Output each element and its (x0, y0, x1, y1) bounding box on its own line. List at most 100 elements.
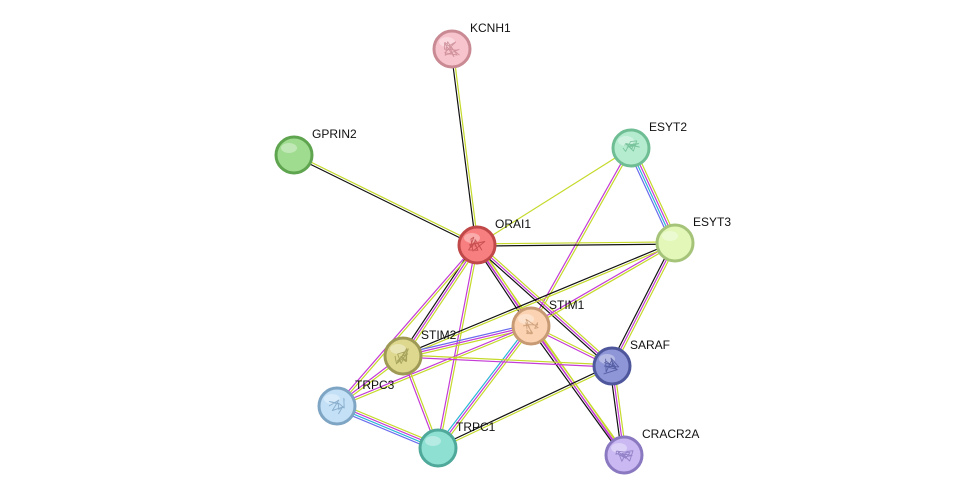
node-label: ESYT3 (693, 215, 731, 229)
edge-line-experiments (476, 244, 613, 367)
protein-structure-path (443, 41, 460, 58)
edge-line-experiments (530, 325, 625, 456)
node-highlight (611, 443, 627, 453)
node-trpc3[interactable]: TRPC3 (317, 378, 395, 426)
node-circle[interactable] (418, 428, 458, 468)
protein-structure-icon (394, 348, 409, 365)
edge-line-coexpression (402, 241, 675, 356)
edge-stim1-trpc3[interactable] (336, 324, 532, 408)
protein-structure-path (522, 318, 539, 335)
edge-line-experiments (437, 325, 532, 449)
edge-stim1-trpc1[interactable] (435, 324, 534, 450)
node-highlight (390, 344, 406, 354)
protein-structure-icon (615, 450, 634, 462)
edge-saraf-trpc1[interactable] (437, 364, 613, 450)
edge-line-textmining (403, 354, 613, 366)
edge-line-textmining (531, 243, 676, 328)
edge-line-experiments (402, 325, 532, 357)
protein-structure-path (615, 450, 634, 462)
protein-structure-icon (622, 140, 640, 152)
node-highlight (281, 143, 297, 153)
edge-line-textmining (439, 326, 534, 450)
protein-structure-path (328, 397, 345, 415)
edge-line-textmining (452, 48, 479, 245)
protein-structure-icon (443, 41, 460, 58)
node-esyt2[interactable]: ESYT2 (611, 120, 687, 168)
protein-structure-icon (328, 397, 345, 415)
node-label: ORAI1 (495, 217, 531, 231)
protein-structure-icon (468, 236, 486, 252)
edge-line-textmining (438, 245, 479, 449)
node-esyt3[interactable]: ESYT3 (655, 215, 731, 263)
protein-structure-path (603, 357, 620, 375)
protein-structure-icon (522, 318, 539, 335)
node-circle[interactable] (511, 306, 551, 346)
node-circle[interactable] (457, 225, 497, 265)
edge-line-textmining (404, 245, 480, 358)
edge-line-textmining (337, 245, 479, 408)
edge-line-experiments (402, 356, 612, 368)
edge-line-textmining (438, 366, 613, 450)
node-circle[interactable] (655, 223, 695, 263)
edge-line-coexpression (528, 326, 623, 457)
edge-line-homology (402, 323, 531, 355)
node-label: TRPC3 (355, 378, 395, 392)
protein-structure-path (394, 348, 409, 365)
node-circle[interactable] (274, 135, 314, 175)
edge-stim2-saraf[interactable] (402, 354, 613, 368)
edge-line-experiments (530, 241, 675, 326)
node-highlight (425, 436, 441, 446)
node-cracr2a[interactable]: CRACR2A (604, 427, 699, 475)
node-label: SARAF (630, 338, 670, 352)
edge-line-coexpression (450, 49, 477, 246)
edge-line-experiments (402, 244, 478, 357)
node-label: STIM2 (421, 328, 457, 342)
node-circle[interactable] (317, 386, 357, 426)
edge-line-coexpression (609, 241, 674, 366)
edge-kcnh1-orai1[interactable] (450, 48, 479, 246)
edge-line-coexpression (475, 246, 611, 369)
edge-line-textmining (294, 153, 478, 245)
node-trpc1[interactable]: TRPC1 (418, 420, 496, 468)
edge-gprin2-orai1[interactable] (293, 153, 478, 247)
edge-line-textmining (478, 242, 614, 365)
node-saraf[interactable]: SARAF (592, 338, 670, 386)
edge-line-experiments (336, 324, 531, 406)
edge-orai1-esyt3[interactable] (476, 241, 676, 247)
node-orai1[interactable]: ORAI1 (457, 217, 531, 265)
edge-line-coexpression (437, 364, 612, 448)
node-gprin2[interactable]: GPRIN2 (274, 127, 357, 175)
edge-line-experiments (529, 147, 631, 326)
node-label: GPRIN2 (312, 127, 357, 141)
edge-esyt3-saraf[interactable] (609, 241, 678, 368)
edge-line-coexpression (293, 155, 477, 247)
node-label: ESYT2 (649, 120, 687, 134)
edge-line-textmining (403, 243, 676, 358)
protein-structure-path (622, 140, 640, 152)
node-stim2[interactable]: STIM2 (383, 328, 457, 376)
edge-line-textmining (476, 147, 632, 246)
edge-line-textmining (532, 324, 627, 455)
edge-esyt2-orai1[interactable] (476, 147, 632, 246)
node-highlight (662, 231, 678, 241)
edge-line-textmining (337, 326, 532, 408)
node-stim1[interactable]: STIM1 (511, 298, 585, 346)
edge-orai1-trpc3[interactable] (335, 243, 479, 408)
protein-structure-icon (603, 357, 620, 375)
edge-line-coexpression (477, 243, 676, 247)
node-kcnh1[interactable]: KCNH1 (432, 21, 511, 69)
edge-orai1-saraf[interactable] (475, 242, 614, 369)
node-label: KCNH1 (470, 21, 511, 35)
edge-line-experiments (335, 243, 477, 406)
edge-esyt3-stim1[interactable] (530, 241, 676, 328)
edge-stim1-cracr2a[interactable] (528, 324, 627, 457)
edge-line-databases (435, 324, 530, 448)
node-label: CRACR2A (642, 427, 699, 441)
edge-esyt3-stim2[interactable] (402, 241, 676, 358)
protein-structure-path (468, 236, 486, 252)
node-label: TRPC1 (456, 420, 496, 434)
edge-line-textmining (476, 241, 675, 245)
node-label: STIM1 (549, 298, 585, 312)
